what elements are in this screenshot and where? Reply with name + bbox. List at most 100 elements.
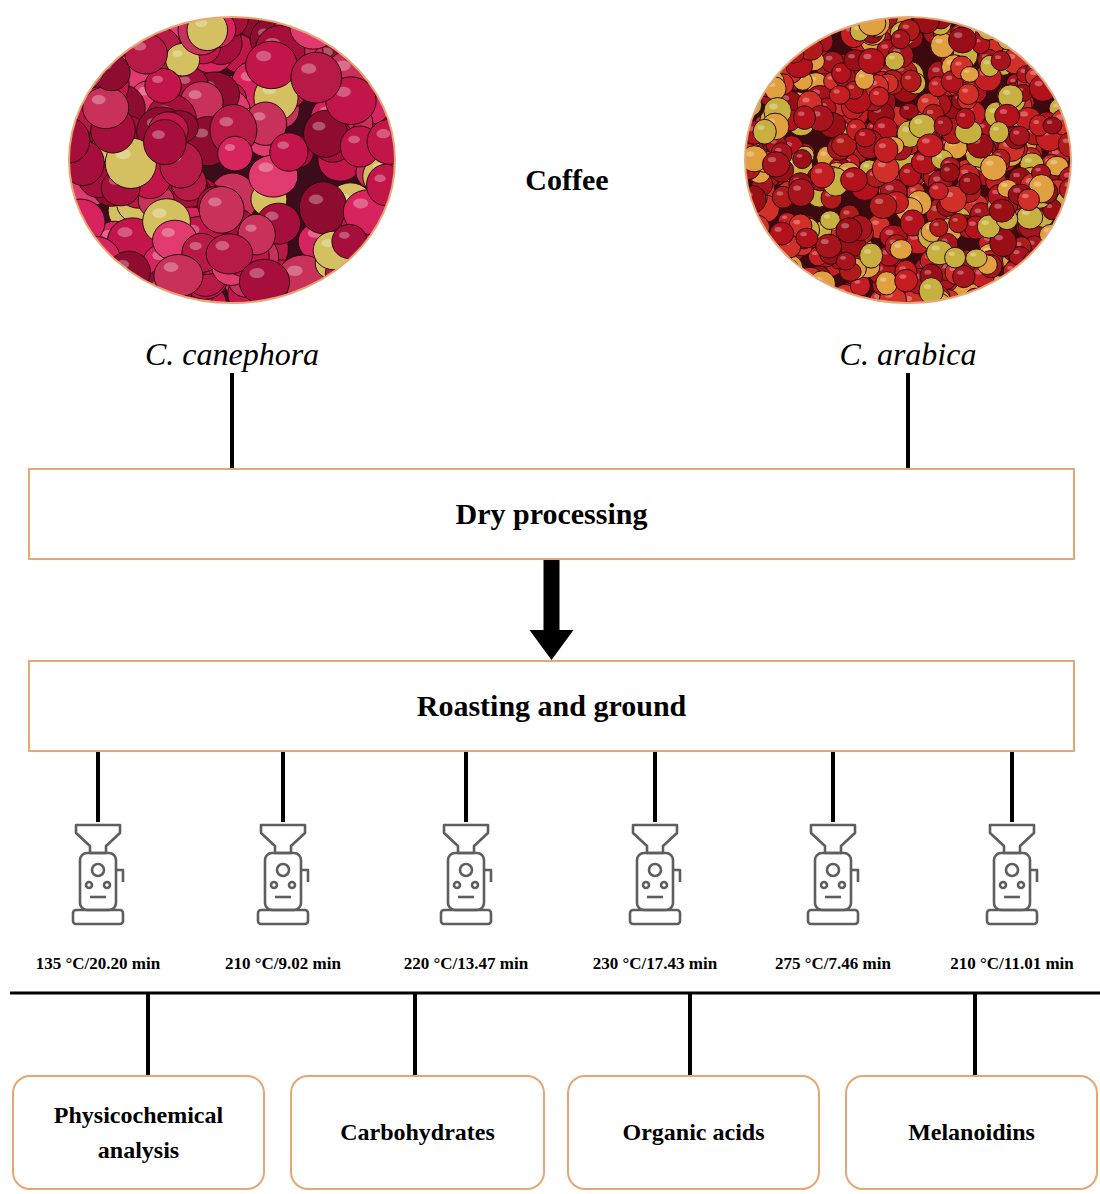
cherry-highlight <box>104 282 118 291</box>
cherry-highlight <box>954 32 962 38</box>
cherry <box>758 55 779 77</box>
roast-condition: 230 °C/17.43 min <box>593 953 717 975</box>
cherry-highlight <box>885 185 893 190</box>
roaster-part <box>851 870 858 882</box>
cherry <box>1025 25 1050 46</box>
cherry-highlight <box>1035 81 1043 86</box>
cherry <box>779 293 806 305</box>
roaster-part <box>86 882 92 888</box>
cherry-highlight <box>1023 263 1029 267</box>
cherry <box>966 249 987 268</box>
roaster-part <box>258 910 308 924</box>
cherry <box>1036 247 1055 265</box>
cherry <box>996 15 1023 38</box>
cherry-highlight <box>245 224 256 231</box>
cherry-highlight <box>990 289 997 293</box>
cherry <box>1054 67 1073 87</box>
cherry <box>291 52 342 103</box>
cherry <box>953 265 975 287</box>
cherry-highlight <box>743 255 747 260</box>
cherry <box>945 247 966 268</box>
coffee-cherry-photo <box>743 15 1073 305</box>
roaster-icon <box>982 822 1042 927</box>
cherry-highlight <box>744 99 751 104</box>
cherry <box>743 58 766 85</box>
cherry-highlight <box>840 296 847 301</box>
cherry <box>743 242 762 262</box>
roaster-node: 220 °C/13.47 min <box>404 822 528 975</box>
cherry <box>1061 245 1073 264</box>
cherry-highlight <box>1060 70 1067 75</box>
roaster-part <box>80 853 116 910</box>
cherry-highlight <box>1023 41 1029 45</box>
cherry-highlight <box>1065 249 1072 254</box>
cherry <box>785 45 804 63</box>
cherry-highlight <box>878 123 885 128</box>
cherry-highlight <box>1008 32 1016 37</box>
cherry-highlight <box>1058 71 1064 75</box>
cherry <box>1009 126 1029 145</box>
cherry-highlight <box>219 117 233 126</box>
roaster-icon <box>68 822 128 927</box>
cherry <box>374 249 397 287</box>
drop-line <box>146 993 150 1075</box>
cherry-highlight <box>1020 111 1028 116</box>
cherry-highlight <box>336 28 351 38</box>
connector-line <box>96 752 100 822</box>
cherry-highlight <box>1055 16 1063 21</box>
cherry-highlight <box>800 232 807 236</box>
cherry-highlight <box>849 85 855 89</box>
cherry <box>949 213 968 232</box>
cherry-highlight <box>190 242 202 250</box>
cherry <box>809 271 836 297</box>
cherry-highlight <box>834 89 840 93</box>
roaster-node: 135 °C/20.20 min <box>36 822 160 975</box>
cherry <box>1063 88 1073 107</box>
cherry-highlight <box>1020 298 1026 302</box>
photo-ground <box>67 15 397 305</box>
cherry-highlight <box>378 274 389 282</box>
cherry <box>829 86 850 105</box>
cherry-highlight <box>744 262 751 267</box>
cherry <box>94 272 141 305</box>
cherry <box>930 219 948 237</box>
roaster-part <box>815 853 851 910</box>
cherry-highlight <box>1002 183 1008 187</box>
cherry-highlight <box>895 34 901 38</box>
cherry <box>750 47 774 68</box>
cherry-highlight <box>994 283 1001 287</box>
cherry-highlight <box>152 130 165 139</box>
cherry-highlight <box>773 50 781 56</box>
cherry-highlight <box>1048 284 1056 289</box>
cherry <box>1048 15 1073 31</box>
cherry-highlight <box>975 209 982 214</box>
cherry-highlight <box>914 119 922 124</box>
cherry <box>743 258 761 278</box>
cherry-highlight <box>1000 284 1007 289</box>
cherry <box>332 224 367 258</box>
cherry <box>1011 279 1035 305</box>
cherry-highlight <box>1055 28 1062 33</box>
cherry-highlight <box>1012 273 1018 277</box>
cherry-highlight <box>103 270 118 280</box>
cherry-highlight <box>969 298 975 302</box>
cherry-highlight <box>79 245 94 255</box>
cherry-highlight <box>932 186 938 190</box>
cherry-highlight <box>935 15 941 18</box>
cherry <box>239 259 289 304</box>
cherry-highlight <box>863 163 869 167</box>
cherry <box>860 243 883 268</box>
cherry-highlight <box>1014 286 1021 291</box>
cherry-highlight <box>172 50 182 57</box>
connector-line <box>1010 752 1014 822</box>
roaster-node: 210 °C/9.02 min <box>225 822 341 975</box>
cherry <box>743 15 757 31</box>
cherry <box>218 136 253 171</box>
roaster-part <box>277 864 289 876</box>
flow-arrow <box>530 560 574 660</box>
cherry-highlight <box>784 298 792 303</box>
analysis-box: Organic acids <box>567 1075 820 1190</box>
cherry-highlight <box>1034 22 1042 27</box>
cherry <box>754 27 773 44</box>
roaster-part <box>987 910 1037 924</box>
